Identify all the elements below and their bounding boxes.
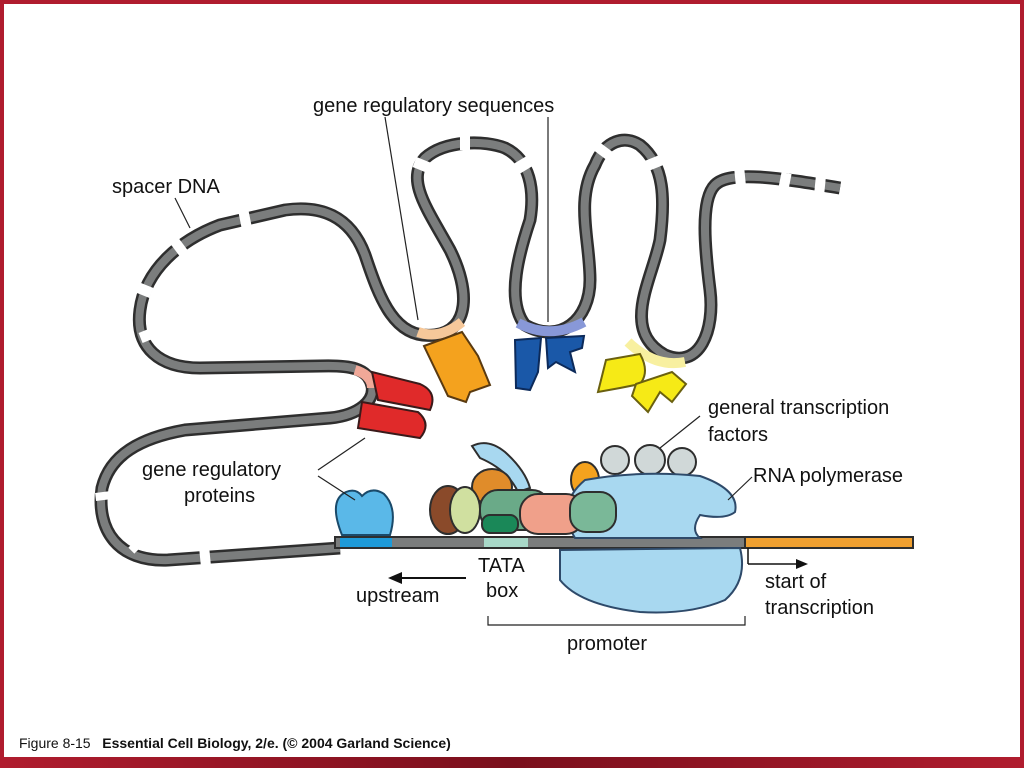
label-tata-1: TATA: [478, 555, 525, 577]
figure-caption: Figure 8-15 Essential Cell Biology, 2/e.…: [19, 735, 451, 751]
start-of-transcription-arrow: [747, 548, 808, 569]
label-general-transcription-2: factors: [708, 424, 768, 446]
promoter-bracket: [487, 616, 746, 626]
red-regulatory-protein: [356, 370, 434, 440]
label-upstream: upstream: [356, 585, 439, 607]
tata-box-site: [484, 538, 528, 547]
label-start-of-transcription-2: transcription: [765, 597, 874, 619]
caption-source: Essential Cell Biology, 2/e. (© 2004 Gar…: [102, 735, 451, 751]
yellow-binding-sequence: [624, 338, 686, 369]
label-start-of-transcription-1: start of: [765, 571, 827, 593]
label-gene-regulatory-proteins-1: gene regulatory: [142, 459, 281, 481]
orange-binding-sequence: [416, 318, 466, 340]
transcribed-dna: [744, 536, 914, 549]
orange-regulatory-protein: [422, 330, 492, 404]
dna-loops: [94, 133, 842, 567]
blue-regulatory-protein: [513, 334, 586, 392]
label-gene-regulatory-sequences: gene regulatory sequences: [313, 95, 554, 117]
upstream-regulatory-protein: [335, 489, 394, 536]
label-general-transcription-1: general transcription: [708, 397, 889, 419]
leader-lines: [174, 116, 753, 501]
spacer-gaps: [95, 134, 826, 565]
upstream-arrow: [388, 572, 466, 584]
label-rna-polymerase: RNA polymerase: [753, 465, 903, 487]
label-gene-regulatory-proteins-2: proteins: [184, 485, 255, 507]
main-dna: [334, 536, 914, 549]
label-spacer-dna: spacer DNA: [112, 176, 220, 198]
red-binding-sequence: [353, 365, 377, 389]
upstream-binding-site: [340, 538, 392, 547]
tata-binding-complex: [519, 491, 617, 535]
yellow-regulatory-protein: [596, 352, 688, 414]
slide-bottom-strip: [0, 757, 1024, 768]
label-promoter: promoter: [567, 633, 647, 655]
label-tata-2: box: [486, 580, 518, 602]
blue-binding-sequence: [515, 317, 587, 337]
caption-figure-number: Figure 8-15: [19, 735, 91, 751]
